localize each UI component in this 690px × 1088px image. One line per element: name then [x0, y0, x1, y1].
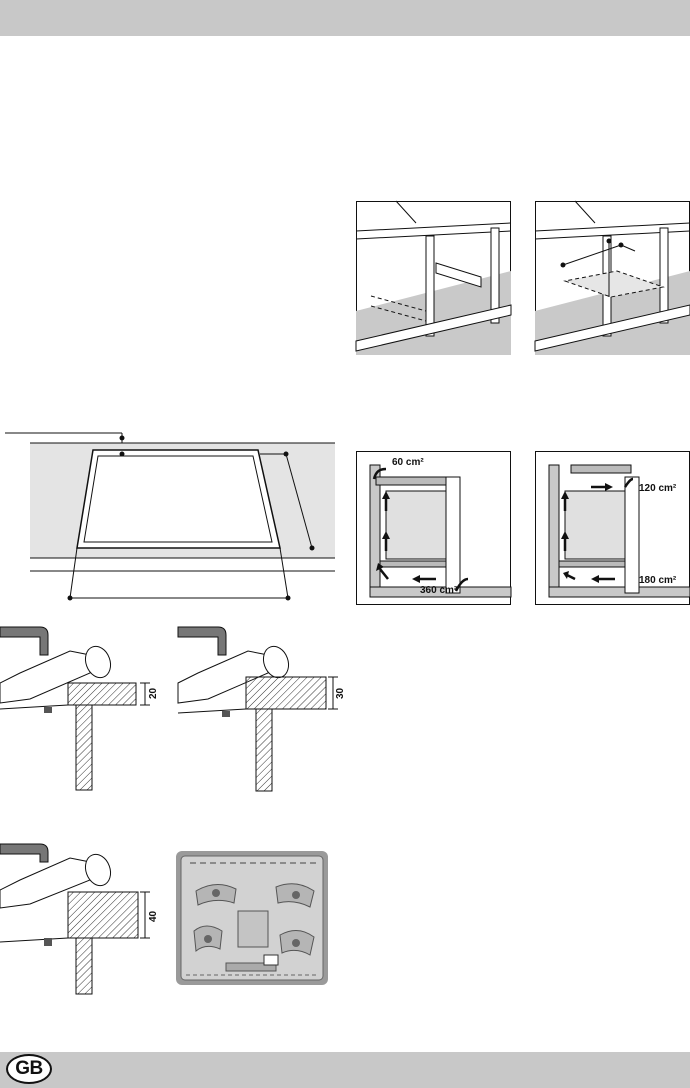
cutout-drawing	[5, 432, 335, 601]
vent-top-area-label: 60 cm²	[392, 457, 424, 468]
vent-top-area-label: 120 cm²	[639, 483, 677, 494]
ventilation-drawing-2: 120 cm² 180 cm²	[535, 451, 690, 605]
cabinet-drawing-1	[355, 200, 512, 355]
worktop-thickness-label: 40	[148, 910, 159, 922]
header-bar	[0, 0, 690, 36]
worktop-thickness-label: 30	[335, 687, 346, 699]
vent-bottom-area-label: 180 cm²	[639, 575, 677, 586]
worktop-section-40: 40	[0, 843, 159, 995]
ventilation-drawing-1: 60 cm² 360 cm²	[356, 451, 512, 605]
worktop-section-30: 30	[177, 626, 346, 792]
worktop-thickness-label: 20	[148, 687, 159, 699]
language-badge: GB	[6, 1054, 52, 1084]
worktop-section-20: 20	[0, 626, 159, 791]
footer-bar	[0, 1052, 690, 1088]
cabinet-drawing-2	[534, 200, 690, 355]
hob-underside-image	[176, 851, 328, 985]
vent-bottom-area-label: 360 cm²	[420, 585, 458, 596]
